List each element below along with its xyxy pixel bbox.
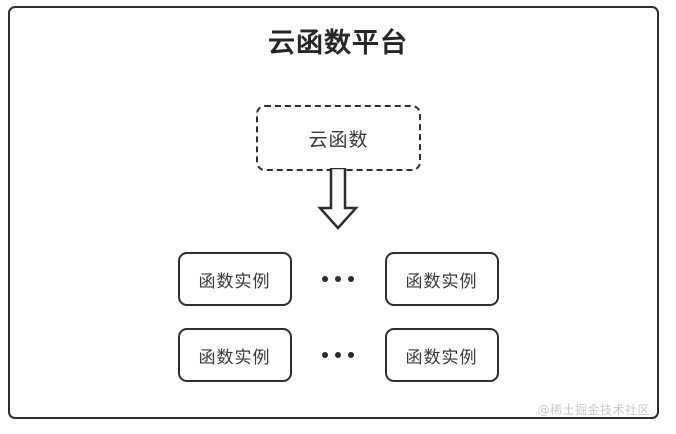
- ellipsis-dot: [322, 276, 328, 282]
- function-instance-box: 函数实例: [177, 328, 292, 382]
- function-instance-row-2: 函数实例 函数实例: [0, 328, 676, 382]
- function-instance-box: 函数实例: [384, 328, 499, 382]
- cloud-function-node: 云函数: [256, 105, 421, 171]
- function-instance-label: 函数实例: [405, 347, 478, 368]
- ellipsis-icon: [292, 328, 385, 382]
- ellipsis-dot: [335, 276, 341, 282]
- ellipsis-dot: [322, 352, 328, 358]
- function-instance-label: 函数实例: [198, 271, 271, 292]
- function-instance-label: 函数实例: [405, 271, 478, 292]
- function-instance-row-1: 函数实例 函数实例: [0, 252, 676, 306]
- ellipsis-dot: [335, 352, 341, 358]
- function-instance-box: 函数实例: [177, 252, 292, 306]
- watermark: @稀土掘金技术社区: [537, 403, 650, 417]
- ellipsis-icon: [292, 252, 385, 306]
- function-instance-label: 函数实例: [198, 347, 271, 368]
- ellipsis-dot: [348, 352, 354, 358]
- ellipsis-dot: [348, 276, 354, 282]
- function-instance-box: 函数实例: [384, 252, 499, 306]
- cloud-function-label: 云函数: [308, 128, 369, 151]
- page-title: 云函数平台: [268, 28, 408, 59]
- down-block-arrow-icon: [313, 166, 363, 230]
